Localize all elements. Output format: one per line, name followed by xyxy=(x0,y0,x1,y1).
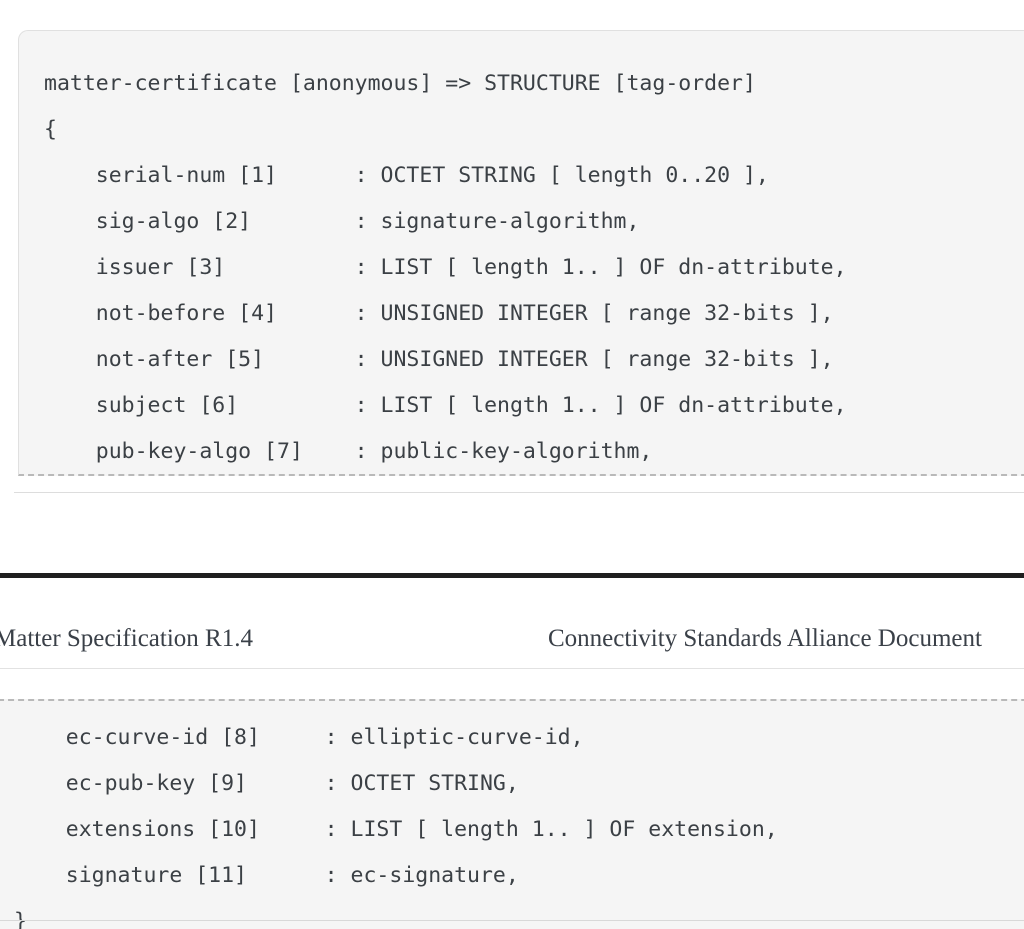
footer-divider xyxy=(14,492,1024,493)
code-line: pub-key-algo [7] : public-key-algorithm, xyxy=(44,438,653,464)
page-footer: csa connectivity standards alliance Copy… xyxy=(0,505,1024,565)
code-line: matter-certificate [anonymous] => STRUCT… xyxy=(44,70,756,96)
page-two-running-header: Matter Specification R1.4 Connectivity S… xyxy=(0,625,1024,667)
code-line: subject [6] : LIST [ length 1.. ] OF dn-… xyxy=(44,392,847,418)
code-block-matter-certificate-continued: ec-curve-id [8] : elliptic-curve-id, ec-… xyxy=(0,698,1024,929)
running-header-right: Connectivity Standards Alliance Document xyxy=(548,625,982,652)
code-line: signature [11] : ec-signature, xyxy=(14,862,519,888)
code-line: } xyxy=(14,908,27,929)
code-line: { xyxy=(44,116,57,142)
code-line: sig-algo [2] : signature-algorithm, xyxy=(44,208,640,234)
code-line: not-before [4] : UNSIGNED INTEGER [ rang… xyxy=(44,300,834,326)
page-one: matter-certificate [anonymous] => STRUCT… xyxy=(0,29,1024,565)
code-line: extensions [10] : LIST [ length 1.. ] OF… xyxy=(14,816,778,842)
code-line: not-after [5] : UNSIGNED INTEGER [ range… xyxy=(44,346,834,372)
code-line: ec-pub-key [9] : OCTET STRING, xyxy=(14,770,519,796)
running-header-left: Matter Specification R1.4 xyxy=(0,625,253,652)
page-break-separator xyxy=(0,573,1024,578)
code-line: issuer [3] : LIST [ length 1.. ] OF dn-a… xyxy=(44,254,847,280)
code-block-matter-certificate: matter-certificate [anonymous] => STRUCT… xyxy=(18,29,1024,476)
code-line: serial-num [1] : OCTET STRING [ length 0… xyxy=(44,162,769,188)
header-divider xyxy=(0,668,1024,669)
code-line: ec-curve-id [8] : elliptic-curve-id, xyxy=(14,724,584,750)
page-bottom-divider xyxy=(0,920,1024,921)
